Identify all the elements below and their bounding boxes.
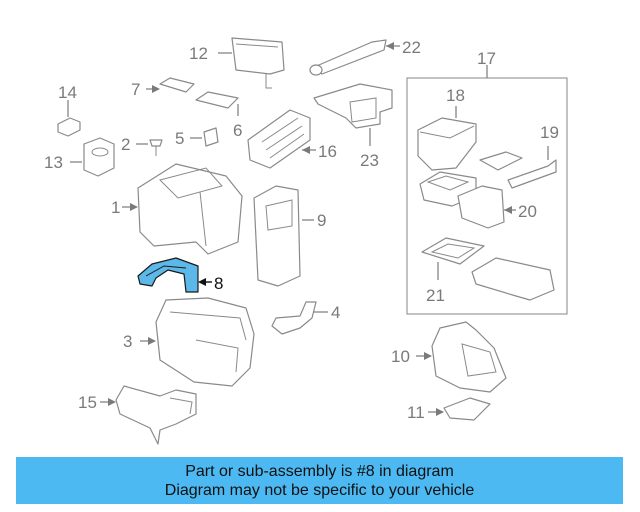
callout-1: 1 xyxy=(111,198,120,217)
callout-12: 12 xyxy=(189,44,208,63)
part-12-bin xyxy=(231,37,285,89)
part-8-duct xyxy=(137,257,199,293)
callout-8: 8 xyxy=(214,274,223,293)
callout-22: 22 xyxy=(402,38,421,57)
part-10-module xyxy=(431,321,507,393)
callout-9: 9 xyxy=(317,211,326,230)
part-16-vent xyxy=(247,109,311,169)
callout-13: 13 xyxy=(44,153,63,172)
callout-23: 23 xyxy=(360,151,379,170)
callout-16: 16 xyxy=(318,142,337,161)
callout-6: 6 xyxy=(233,121,242,140)
part-3-base xyxy=(155,297,255,387)
part-7-pad xyxy=(159,77,195,93)
callout-4: 4 xyxy=(331,303,340,322)
part-23-bracket xyxy=(313,83,393,129)
callout-10: 10 xyxy=(391,347,410,366)
callout-17: 17 xyxy=(477,49,496,68)
part-22-trim xyxy=(309,39,387,76)
callout-14: 14 xyxy=(58,83,77,102)
parts-diagram: 12 22 17 14 7 18 2 5 6 19 16 13 23 1 20 … xyxy=(44,37,568,445)
part-11-pad xyxy=(443,397,491,421)
callout-20: 20 xyxy=(518,202,537,221)
banner-line-1: Part or sub-assembly is #8 in diagram xyxy=(185,462,454,480)
callout-5: 5 xyxy=(175,129,184,148)
callout-3: 3 xyxy=(123,332,132,351)
part-15-duct xyxy=(115,385,197,445)
part-1-console xyxy=(137,163,243,255)
part-13-holder xyxy=(83,137,115,177)
callout-2: 2 xyxy=(121,135,130,154)
part-9-panel xyxy=(253,185,301,287)
part-4-brace xyxy=(271,301,317,335)
banner-line-2: Diagram may not be specific to your vehi… xyxy=(164,481,475,499)
callout-11: 11 xyxy=(407,403,425,422)
callout-7: 7 xyxy=(131,80,140,99)
part-21-mat xyxy=(421,237,555,301)
callout-21: 21 xyxy=(426,286,445,305)
callout-15: 15 xyxy=(78,393,97,412)
part-2-screw xyxy=(149,139,163,156)
part-6-mat xyxy=(195,91,239,109)
part-19-strip xyxy=(479,151,557,189)
part-20-tray xyxy=(419,171,505,229)
info-banner: Part or sub-assembly is #8 in diagram Di… xyxy=(16,457,623,504)
callout-19: 19 xyxy=(540,123,559,142)
part-5-clip xyxy=(203,127,219,147)
part-14-cap xyxy=(57,117,81,137)
part-18-lid xyxy=(417,117,477,171)
callout-18: 18 xyxy=(446,86,465,105)
